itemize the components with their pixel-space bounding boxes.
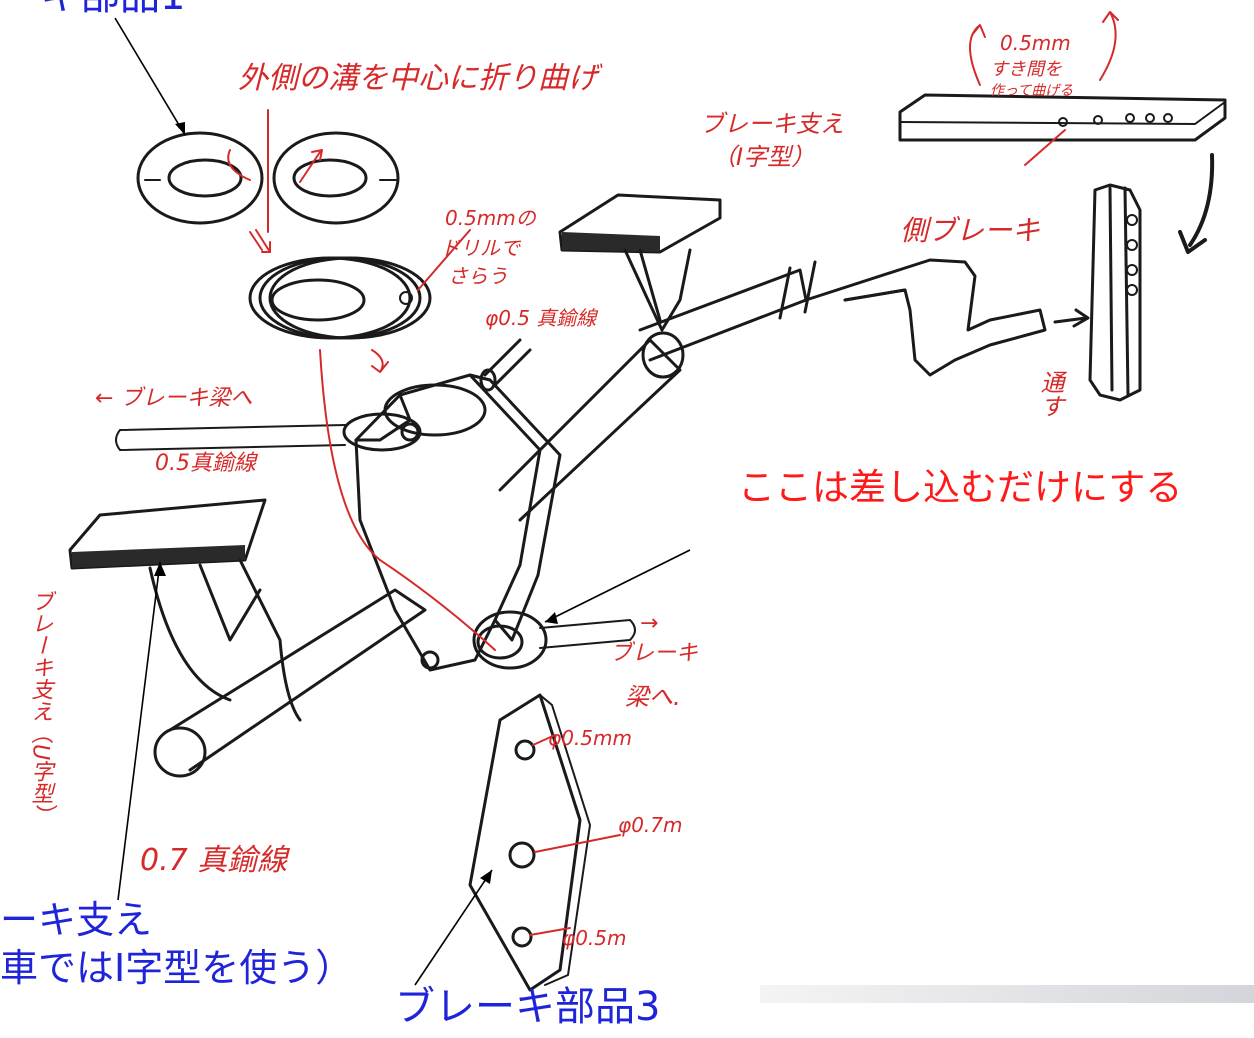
dia05a-note: φ0.5mm <box>548 726 632 750</box>
fold-note: 外側の溝を中心に折り曲げ <box>238 61 603 96</box>
wire05-note: φ0.5 真鍮線 <box>485 306 598 330</box>
drill-2: ドリルで <box>440 236 522 260</box>
dia05b-note: φ0.5m <box>562 926 626 950</box>
wire05-b-note: 0.5真鍮線 <box>155 451 259 476</box>
support-label-line1: ーキ支え <box>0 898 153 942</box>
support-i-2: （I字型） <box>712 143 815 171</box>
wire07-note: 0.7 真鍮線 <box>140 843 290 878</box>
pass-through-note: 通す <box>1036 370 1064 418</box>
pointer-insert <box>544 549 691 623</box>
drill-1: 0.5mmの <box>445 206 537 230</box>
support-label-line2: 車ではI字型を使う） <box>0 946 354 990</box>
pointer-support <box>117 561 161 901</box>
gap-note-3: 作って曲げる <box>990 83 1073 99</box>
side-brake-note: 側ブレーキ <box>900 214 1040 247</box>
part1-label: ーキ部品1 <box>0 0 185 18</box>
to-beam-right-2: ブレーキ <box>610 641 698 666</box>
dia07-note: φ0.7m <box>618 813 682 837</box>
to-beam-left-note: ← ブレーキ梁へ <box>95 386 252 411</box>
pointer-part3 <box>414 869 493 986</box>
gap-note-2: すき間を <box>990 59 1062 80</box>
to-beam-right-1: → <box>640 611 658 636</box>
drill-3: さらう <box>448 264 508 288</box>
gap-note-1: 0.5mm <box>1000 31 1071 55</box>
handwritten-notes: 外側の溝を中心に折り曲げ 0.5mm すき間を 作って曲げる ブレーキ支え （I… <box>28 31 1074 950</box>
bottom-shadow-strip <box>760 985 1254 1003</box>
brake-part3-drawing <box>468 693 621 992</box>
main-brake-assembly <box>68 11 1227 778</box>
pointer-part1 <box>114 17 186 136</box>
brake-part1-folded-drawing <box>248 229 471 373</box>
insert-note: ここは差し込むだけにする <box>738 466 1183 509</box>
brake-part1-flat-drawing <box>136 109 400 253</box>
support-i-1: ブレーキ支え <box>700 110 844 138</box>
to-beam-right-3: 梁へ. <box>625 683 681 711</box>
support-u-note: ブレーキ支え（U字型） <box>28 590 54 826</box>
part3-label: ブレーキ部品3 <box>395 984 661 1030</box>
